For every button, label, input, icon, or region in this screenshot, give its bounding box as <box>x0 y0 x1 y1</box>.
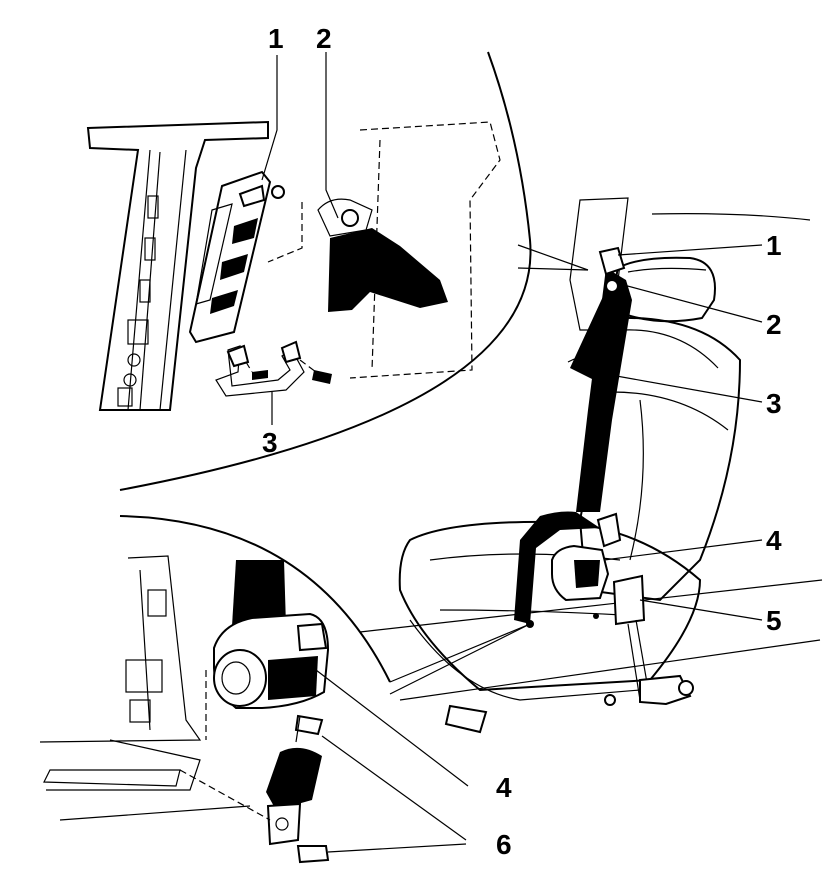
callout-top-3: 3 <box>262 427 278 458</box>
callout-main-3: 3 <box>766 388 782 419</box>
callout-main-2: 2 <box>766 309 782 340</box>
callout-main-1: 1 <box>766 230 782 261</box>
callout-main-5: 5 <box>766 605 782 636</box>
callout-top-2: 2 <box>316 23 332 54</box>
callout-top-1: 1 <box>268 23 284 54</box>
callout-bottom-4: 4 <box>496 772 512 803</box>
detail-top-pillar <box>86 51 589 491</box>
main-seat-view <box>359 197 823 734</box>
callout-main-4: 4 <box>766 525 782 556</box>
callout-bottom-6: 6 <box>496 829 512 860</box>
detail-bottom-retractor <box>39 515 531 864</box>
